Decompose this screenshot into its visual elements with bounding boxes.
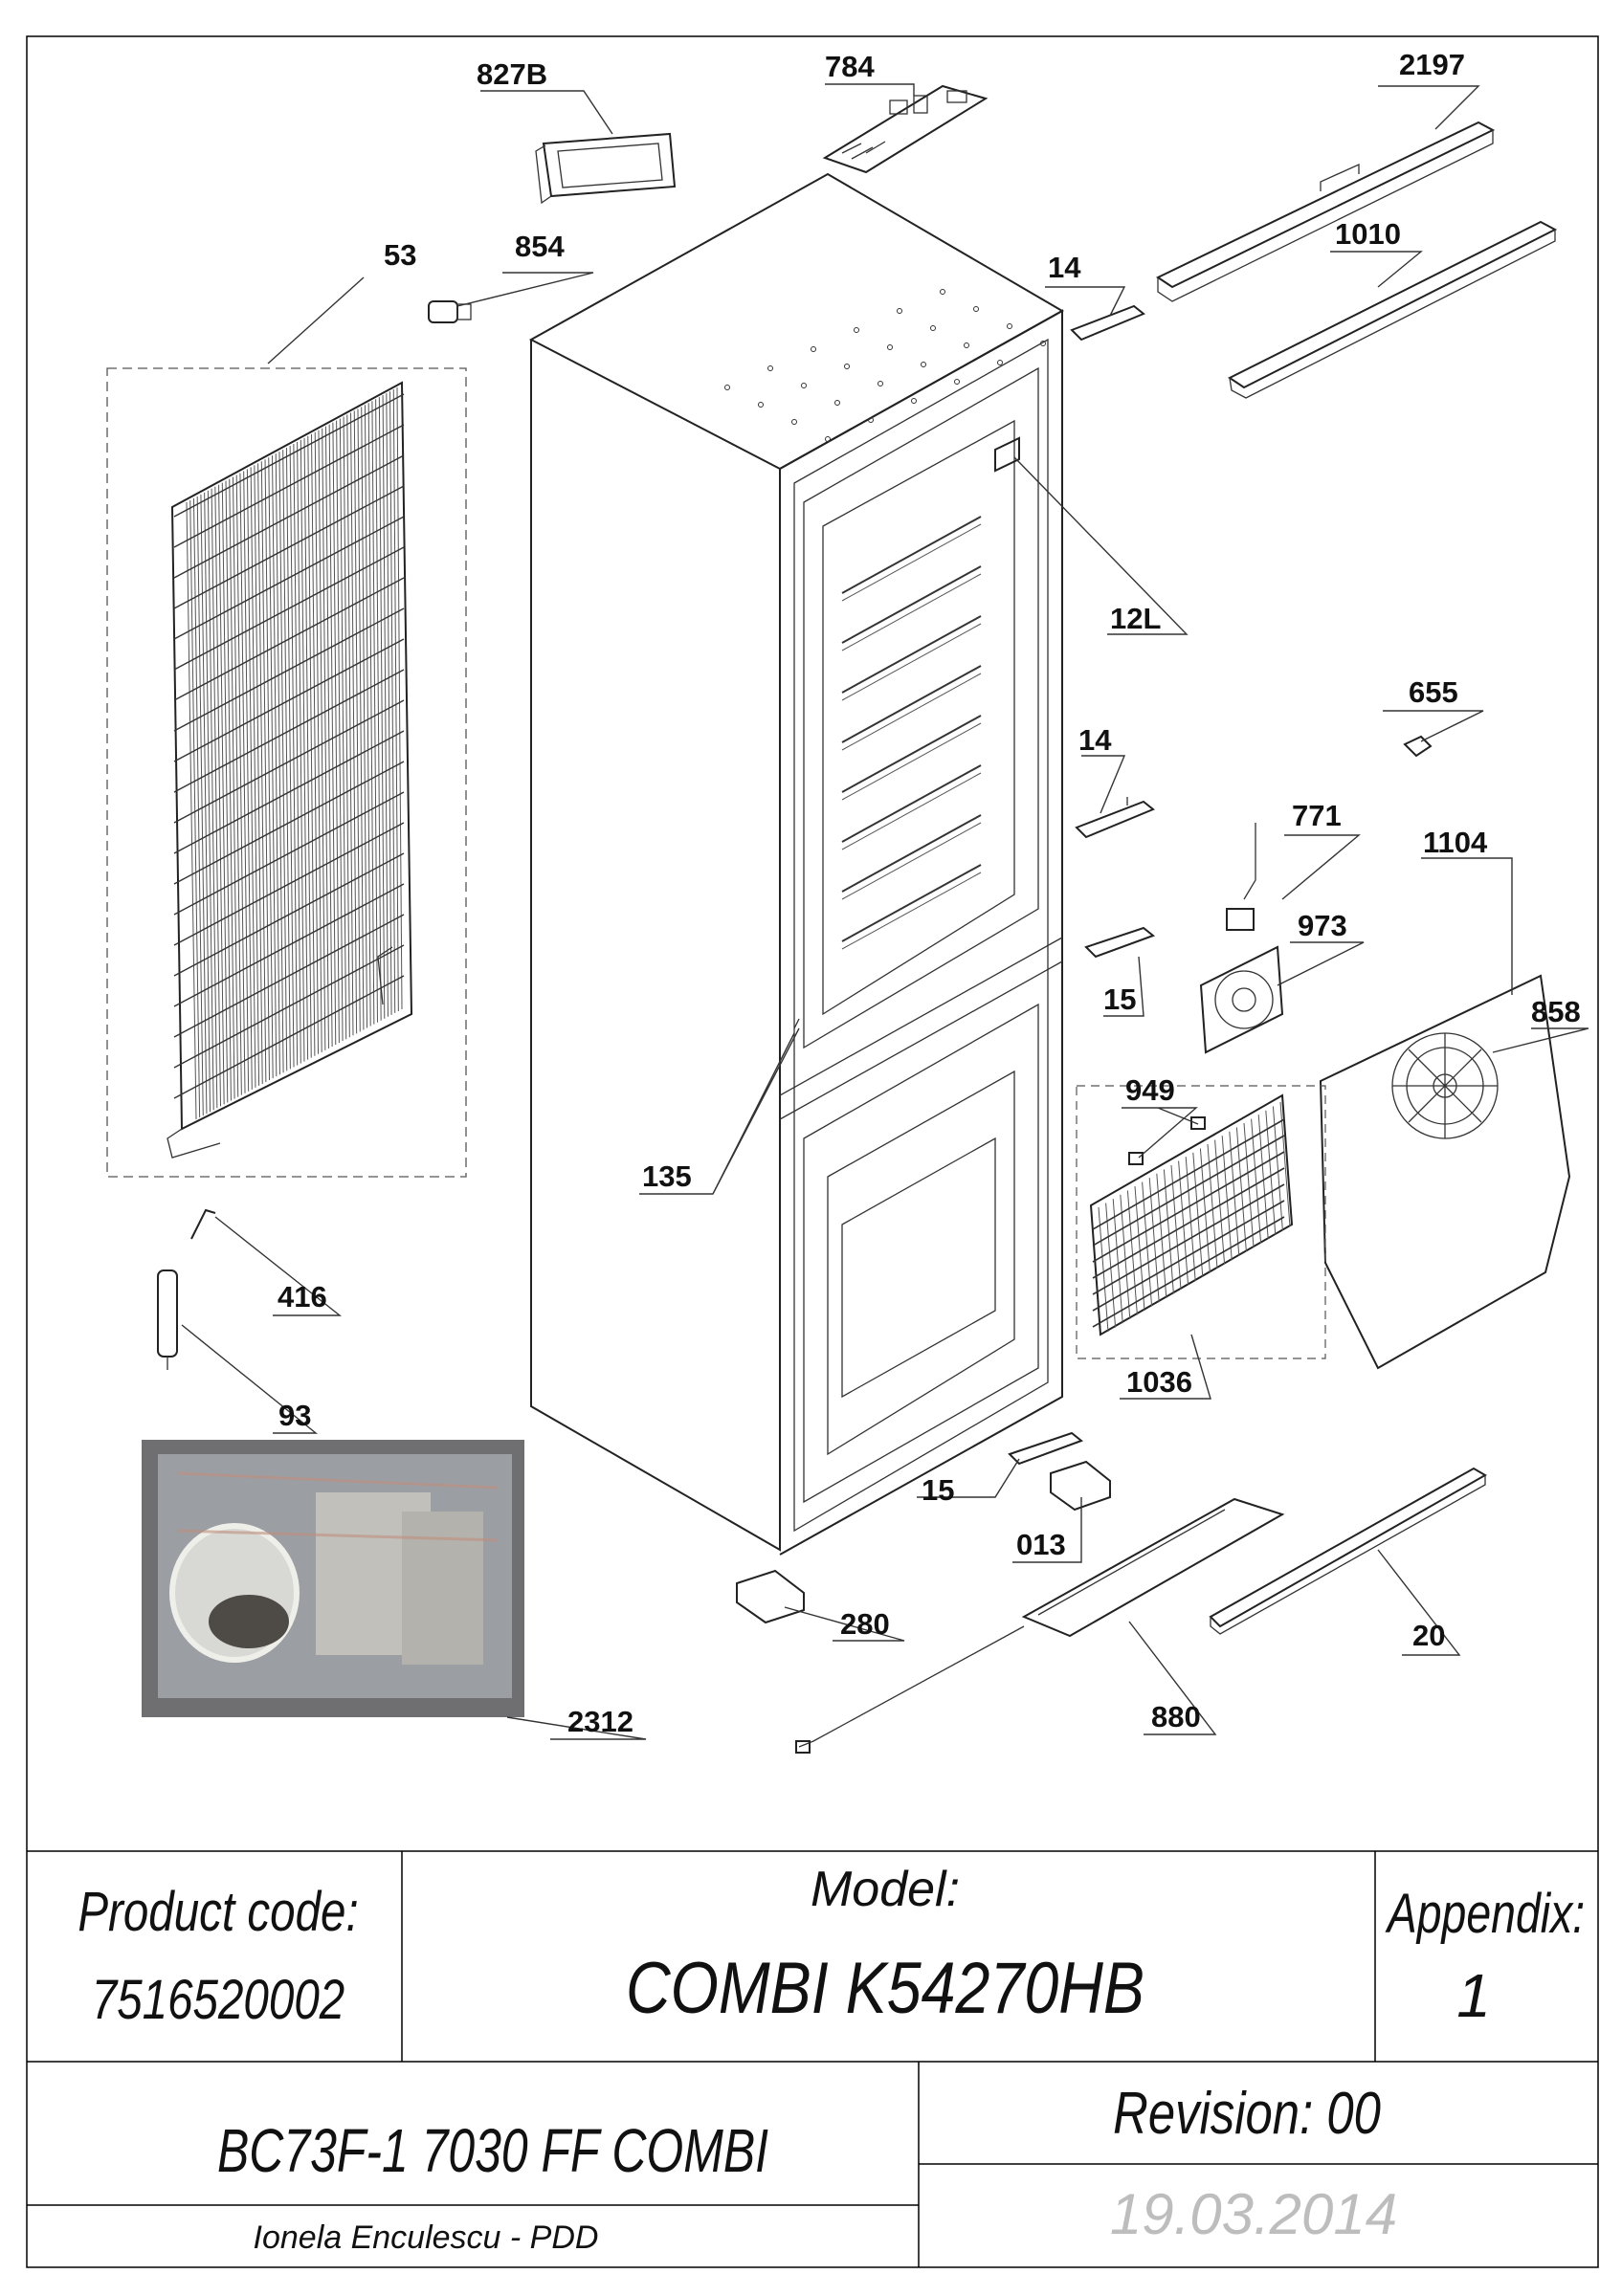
part-14-hinge-top: [1070, 304, 1145, 342]
part-1010-bracket: [1228, 220, 1558, 399]
part-280-foot-bracket: [736, 1569, 805, 1624]
callout-1036: 1036: [1126, 1365, 1192, 1399]
part-2197-top-bracket: [1155, 121, 1496, 302]
callout-949: 949: [1125, 1073, 1175, 1107]
appendix-label: Appendix:: [1385, 1883, 1585, 1945]
callout-93: 93: [278, 1399, 311, 1432]
callout-20: 20: [1412, 1619, 1445, 1652]
date-label: 19.03.2014: [1110, 2182, 1397, 2246]
part-20-rail: [1209, 1467, 1488, 1635]
callout-416: 416: [278, 1280, 327, 1314]
callout-858: 858: [1531, 995, 1581, 1028]
part-880-base-plate: [795, 1497, 1285, 1754]
callout-280: 280: [840, 1607, 890, 1641]
callout-013: 013: [1016, 1528, 1066, 1561]
part-14-hinge-middle: [1075, 797, 1155, 839]
part-2312-accessory-bag: [142, 1440, 524, 1717]
callout-655: 655: [1409, 675, 1458, 709]
part-771-sensor: [1226, 823, 1256, 931]
part-013-hinge-bracket: [1050, 1460, 1111, 1512]
callout-15-upper: 15: [1103, 982, 1136, 1016]
platform-label: BC73F-1 7030 FF COMBI: [217, 2117, 768, 2185]
part-93-drain-tube: [157, 1269, 178, 1370]
callout-880: 880: [1151, 1700, 1201, 1733]
part-1036-evaporator: [1076, 1085, 1326, 1359]
part-973-fan-motor: [1199, 945, 1284, 1054]
product-code-value: 7516520002: [92, 1970, 344, 2032]
part-cabinet-body: [528, 172, 1065, 1556]
part-416-drain-pin: [190, 1208, 216, 1240]
callout-12l: 12L: [1110, 602, 1161, 635]
model-value: COMBI K54270HB: [626, 1947, 1144, 2028]
callout-973: 973: [1298, 909, 1347, 942]
part-827b-display-cover: [535, 132, 677, 205]
part-15-hinge-lower: [1008, 1431, 1084, 1466]
part-949-clips: [1128, 1116, 1206, 1165]
callout-1104: 1104: [1423, 826, 1488, 859]
leader-lines: [181, 83, 1589, 1740]
part-15-hinge-upper: [1084, 926, 1156, 959]
appendix-value: 1: [1456, 1961, 1491, 2030]
part-655-clip: [1403, 735, 1433, 758]
title-block: Product code: 7516520002 Model: COMBI K5…: [27, 1850, 1598, 2267]
callout-53: 53: [384, 238, 416, 272]
callout-14-top: 14: [1048, 251, 1081, 284]
callout-135: 135: [642, 1159, 692, 1193]
revision-label: Revision: 00: [1113, 2081, 1381, 2147]
part-1104-air-duct: [1319, 974, 1571, 1370]
part-12l-hinge-plate: [994, 436, 1020, 473]
part-135-screw: [793, 1018, 800, 1029]
drawing-frame: [26, 35, 1599, 2268]
callout-15-lower: 15: [922, 1473, 954, 1507]
callout-771: 771: [1292, 799, 1342, 832]
part-784-control-board: [822, 84, 989, 174]
callout-1010: 1010: [1335, 217, 1401, 251]
callout-784: 784: [825, 50, 875, 83]
callout-2197: 2197: [1399, 48, 1465, 81]
callout-2312: 2312: [567, 1705, 633, 1738]
author-label: Ionela Enculescu - PDD: [254, 2219, 599, 2256]
model-label: Model:: [811, 1862, 960, 1917]
callout-labels: 827B 784 2197 53 854 14 1010 12L 655 14 …: [278, 48, 1581, 1738]
part-53-condenser: [106, 367, 467, 1178]
product-code-label: Product code:: [78, 1882, 358, 1944]
callout-827b: 827B: [477, 57, 547, 91]
callout-14-middle: 14: [1078, 723, 1112, 757]
callout-854: 854: [515, 230, 565, 263]
